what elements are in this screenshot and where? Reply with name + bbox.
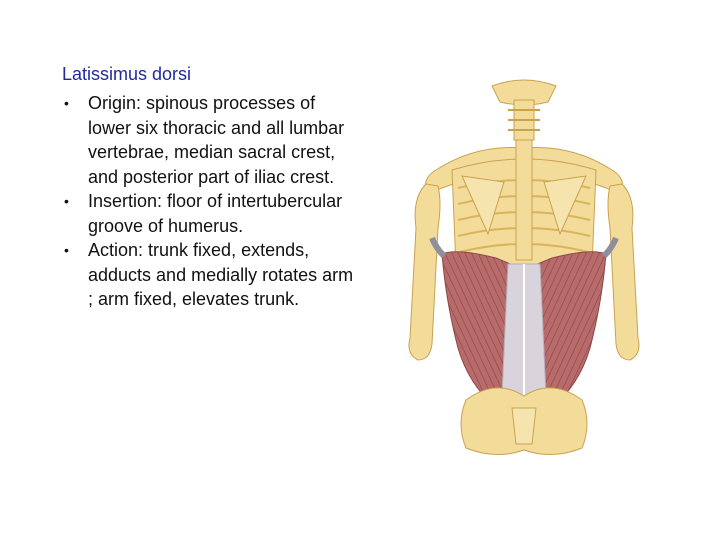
latissimus-dorsi-muscle — [429, 236, 619, 405]
bullet-marker: • — [64, 193, 69, 209]
slide-title: Latissimus dorsi — [62, 64, 192, 84]
right-arm — [607, 183, 640, 361]
bullet-text-insertion: Insertion: floor of intertubercular groo… — [88, 191, 343, 236]
bullet-insertion: • Insertion: floor of intertubercular gr… — [62, 189, 362, 238]
left-arm — [408, 183, 441, 361]
bullet-marker: • — [64, 95, 69, 111]
bullet-text-origin: Origin: spinous processes of lower six t… — [88, 93, 345, 187]
thoracic-spine — [515, 139, 533, 261]
bullet-marker: • — [64, 242, 69, 258]
bullet-origin: • Origin: spinous processes of lower six… — [62, 91, 362, 189]
bullet-text-action: Action: trunk fixed, extends, adducts an… — [88, 240, 354, 309]
bullet-action: • Action: trunk fixed, extends, adducts … — [62, 238, 362, 312]
bullet-list: • Origin: spinous processes of lower six… — [62, 91, 362, 312]
pelvis — [460, 387, 588, 455]
scapulae — [461, 175, 587, 236]
cervical-spine — [491, 79, 557, 141]
latissimus-dorsi-illustration — [408, 79, 640, 455]
